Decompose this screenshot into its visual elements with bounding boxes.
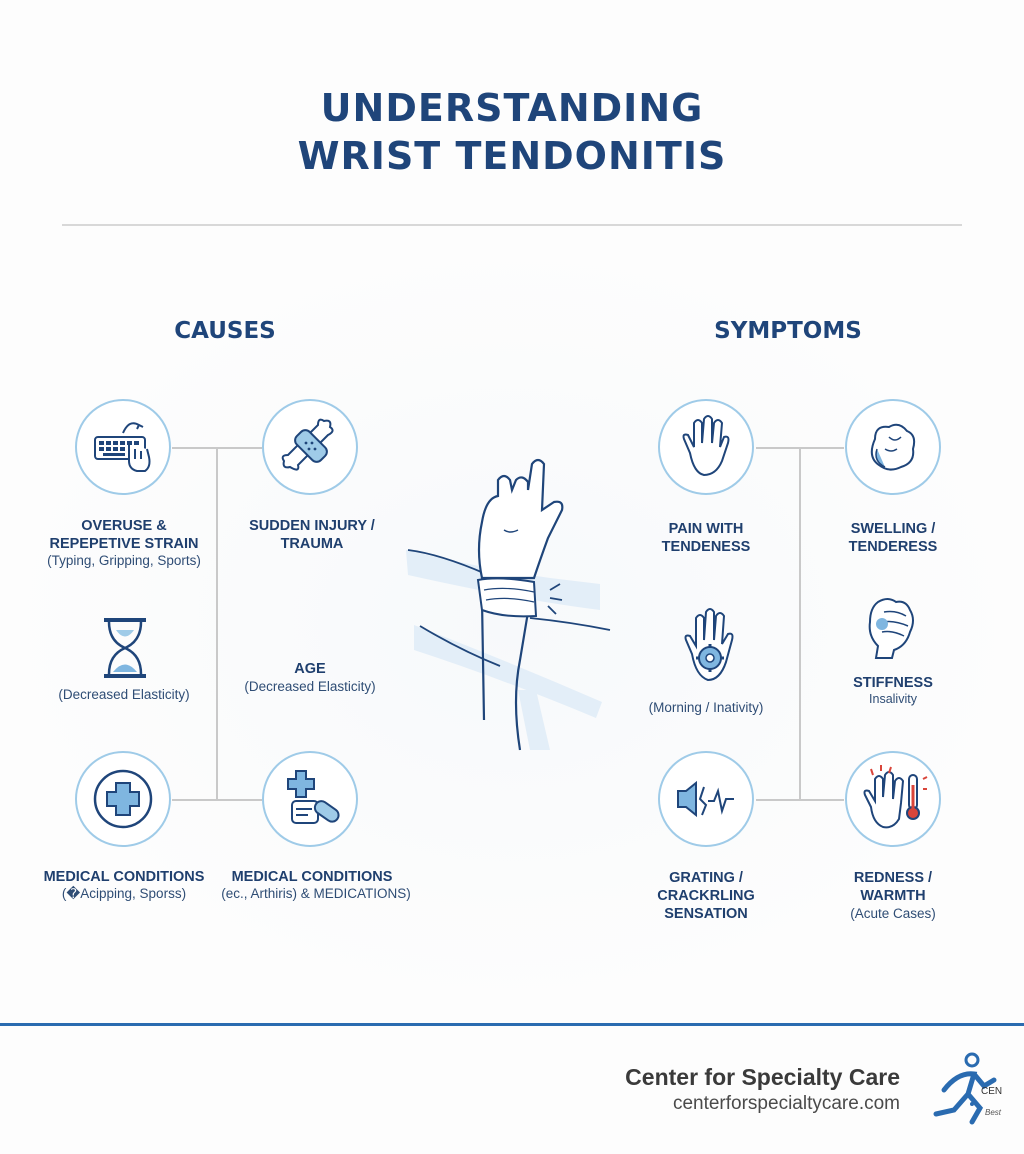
cause-medication-label: MEDICAL CONDITIONS xyxy=(231,869,393,885)
footer-brand: Center for Specialty Care centerforspeci… xyxy=(625,1064,900,1115)
title-divider xyxy=(62,224,962,226)
page-title-line2: WRIST TENDONITIS xyxy=(297,134,727,178)
open-hand-icon xyxy=(682,415,730,477)
symptom-grating-circle xyxy=(658,751,754,847)
hand-thermometer-icon xyxy=(863,765,928,829)
cause-age-sub: (Decreased Elasticity) xyxy=(244,679,376,694)
symptom-stiffness-sub: Insalivity xyxy=(869,692,917,706)
cause-injury-label: SUDDEN INJURY /TRAUMA xyxy=(249,518,375,552)
hand-gear-icon xyxy=(684,608,734,682)
cause-age-sub-left: (Decreased Elasticity) xyxy=(58,687,190,702)
brand-url[interactable]: centerforspecialtycare.com xyxy=(672,1093,900,1114)
background-wash xyxy=(0,240,1024,1010)
medication-icon xyxy=(287,770,340,824)
bandage-bone-icon xyxy=(281,418,334,471)
runner-logo-icon xyxy=(933,1052,997,1125)
cause-injury-circle xyxy=(262,399,358,495)
logo-tagline: Best xyxy=(985,1108,1002,1117)
symptom-swelling-circle xyxy=(845,399,941,495)
symptoms-connector-vertical xyxy=(799,447,801,800)
cause-medical-sub: (�Acipping, Sporss) xyxy=(61,886,187,901)
keyboard-icon xyxy=(94,422,151,472)
sound-wave-icon xyxy=(677,780,734,818)
cause-age-label: AGE xyxy=(294,661,326,677)
swollen-wrist-icon xyxy=(870,423,916,471)
hourglass-icon xyxy=(104,618,146,678)
symptom-pain-circle xyxy=(658,399,754,495)
medical-cross-icon xyxy=(93,769,153,829)
symptom-redness-sub: (Acute Cases) xyxy=(850,906,936,921)
cause-medical-label: MEDICAL CONDITIONS xyxy=(43,869,205,885)
symptom-swelling-label: SWELLING /TENDERESS xyxy=(848,521,938,555)
symptom-stiffness-label: STIFFNESS xyxy=(853,675,933,691)
cause-overuse-label: OVERUSE &REPEPETIVE STRAIN xyxy=(49,518,199,552)
cause-overuse-sub: (Typing, Gripping, Sports) xyxy=(47,553,201,568)
causes-connector-vertical xyxy=(216,447,218,800)
cause-medication-sub: (ec., Arthiris) & MEDICATIONS) xyxy=(221,886,411,901)
wrist-illustration xyxy=(406,458,611,751)
causes-connector-bottom xyxy=(172,799,262,801)
page-title-line1: UNDERSTANDING xyxy=(320,86,704,130)
logo-text: CEN xyxy=(981,1086,1003,1097)
symptom-redness-circle xyxy=(845,751,941,847)
symptom-redness-label: REDNESS /WARMTH xyxy=(853,870,933,904)
cause-medical-circle xyxy=(75,751,171,847)
symptoms-heading: SYMPTOMS xyxy=(714,318,862,344)
footer-divider xyxy=(0,1023,1024,1026)
gripping-hand-icon xyxy=(868,598,914,659)
symptom-stiffness-sub-left: (Morning / Inativity) xyxy=(648,700,764,715)
causes-heading: CAUSES xyxy=(174,318,276,344)
brand-name: Center for Specialty Care xyxy=(625,1064,900,1090)
cause-medication-circle xyxy=(262,751,358,847)
symptoms-connector-bottom xyxy=(756,799,844,801)
cause-overuse-circle xyxy=(75,399,171,495)
